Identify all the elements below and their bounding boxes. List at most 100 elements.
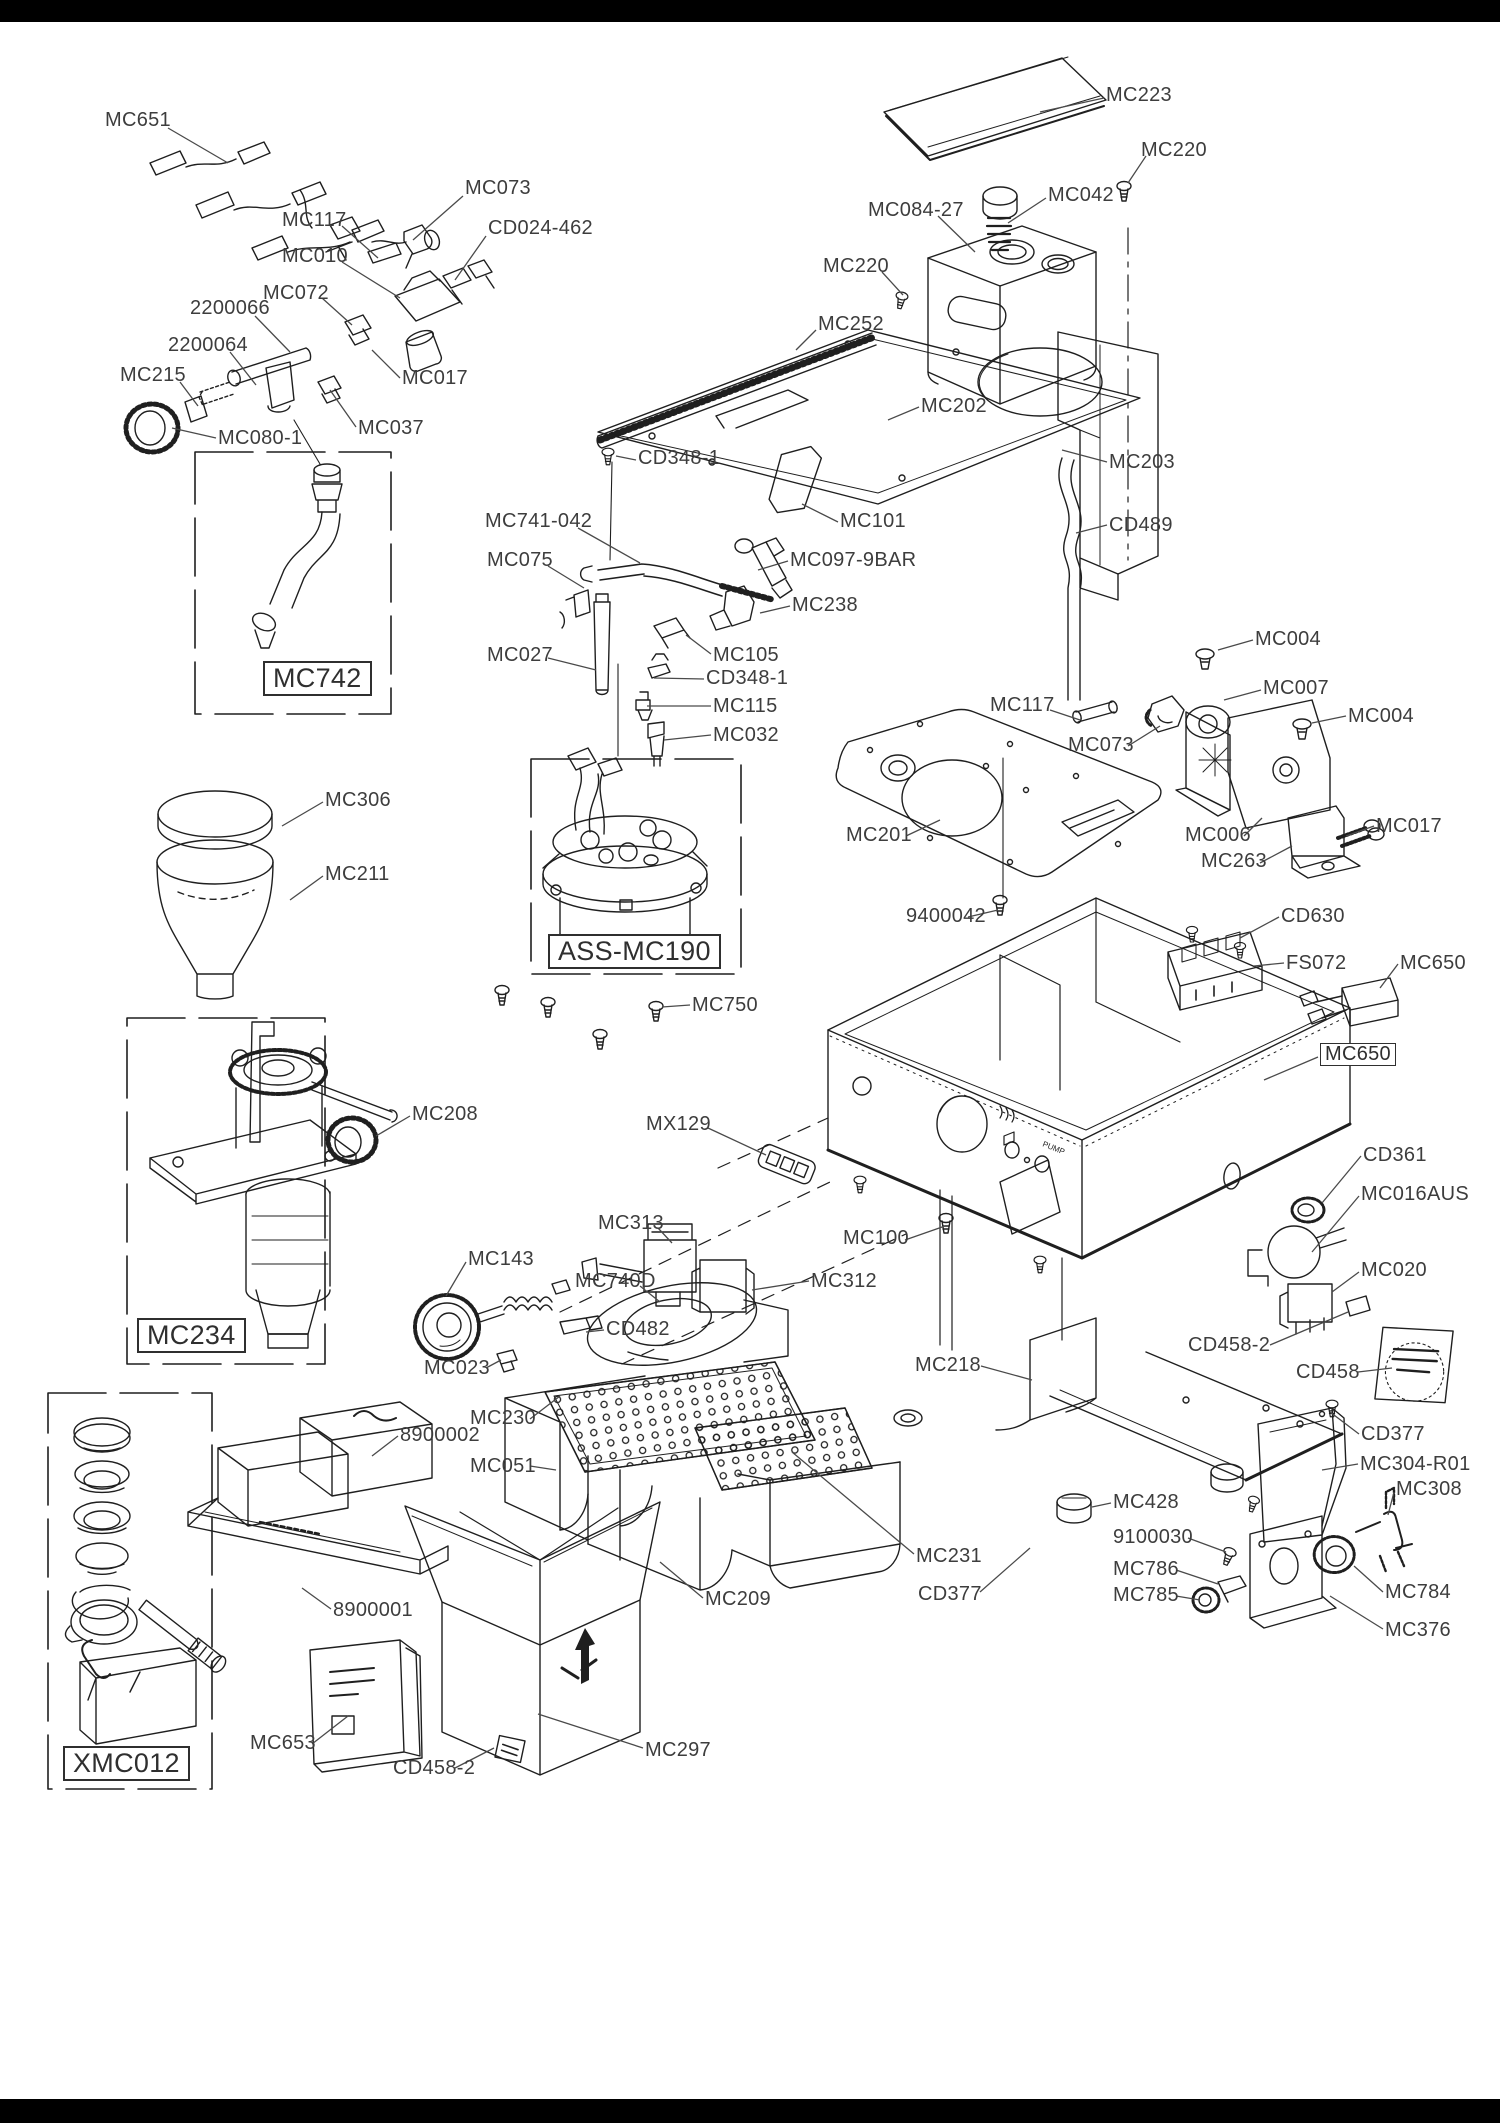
part-label-mc010: MC010 [282, 245, 348, 267]
leader-p8900001 [301, 1587, 332, 1610]
part-label-mc742: MC742 [263, 661, 372, 697]
leader-p9100030 [1187, 1537, 1227, 1553]
part-label-cd348-1b: CD348-1 [706, 667, 789, 689]
cup-tray-art [596, 329, 1141, 505]
leader-mc312 [751, 1280, 810, 1291]
leader-p8900002 [371, 1435, 399, 1457]
part-label-mc073-b: MC073 [1068, 734, 1134, 756]
leader-mc080-1 [171, 427, 217, 439]
part-label-mc220-b: MC220 [823, 255, 889, 277]
leader-cd024-462 [454, 235, 487, 281]
part-label-mc042: MC042 [1048, 184, 1114, 206]
part-label-mc016aus: MC016AUS [1361, 1183, 1469, 1205]
leader-mc105 [685, 634, 712, 655]
leader-fs072 [1253, 962, 1285, 967]
part-label-mc308: MC308 [1396, 1478, 1462, 1500]
part-label-mc073-a: MC073 [465, 177, 531, 199]
part-label-mc208: MC208 [412, 1103, 478, 1125]
part-label-p8900002: 8900002 [400, 1424, 480, 1446]
leader-mc027 [547, 657, 597, 671]
leader-mc202 [887, 406, 920, 421]
leader-mc223 [1039, 97, 1105, 113]
part-label-mc650-b: MC650 [1320, 1043, 1396, 1066]
leader-mc143 [445, 1261, 467, 1297]
top-border-bar [0, 0, 1500, 22]
leader-cd377-a [1329, 1411, 1360, 1435]
panel-pump-text: PUMP [1041, 1140, 1066, 1157]
part-label-mc650-a: MC650 [1400, 952, 1466, 974]
part-label-mc004-b: MC004 [1348, 705, 1414, 727]
part-label-fs072: FS072 [1286, 952, 1347, 974]
leader-mc117-b [1049, 709, 1081, 721]
part-label-mc215: MC215 [120, 364, 186, 386]
part-label-mc740d: MC740D [575, 1270, 656, 1292]
leader-mc786 [1175, 1569, 1219, 1585]
leader-mx129 [707, 1127, 767, 1156]
part-label-mc218: MC218 [915, 1354, 981, 1376]
part-label-mc651: MC651 [105, 109, 171, 131]
leader-mc376 [1329, 1595, 1384, 1630]
leader-cd348-1b [653, 677, 705, 680]
part-label-mc097-9bar: MC097-9BAR [790, 549, 917, 571]
leader-mc203 [1061, 449, 1108, 463]
part-label-mc263: MC263 [1201, 850, 1267, 872]
leader-mc017-a [371, 349, 401, 379]
machine-housing-art [826, 897, 1352, 1482]
leader-mc306 [281, 801, 324, 827]
leader-p2200064 [229, 351, 257, 386]
part-label-mc653: MC653 [250, 1732, 316, 1754]
leader-mc032 [663, 734, 712, 741]
packaging-art [47, 1392, 661, 1790]
bottom-border-bar [0, 2099, 1500, 2123]
part-label-mc230: MC230 [470, 1407, 536, 1429]
leader-mc017-b [1345, 825, 1375, 837]
part-label-mc006: MC006 [1185, 824, 1251, 846]
part-label-mc037: MC037 [358, 417, 424, 439]
leader-mc042 [1007, 197, 1047, 224]
leader-mc100 [904, 1225, 946, 1241]
part-label-cd377-b: CD377 [918, 1583, 982, 1605]
part-label-mc117-b: MC117 [990, 694, 1055, 716]
leader-mc428 [1091, 1502, 1112, 1508]
leader-mc308 [1387, 1491, 1395, 1516]
part-label-mc741-042: MC741-042 [485, 510, 593, 532]
leader-mc297 [537, 1713, 644, 1749]
leader-cd630 [1239, 916, 1280, 939]
leader-cd458-2a [1269, 1311, 1349, 1346]
part-label-mc020: MC020 [1361, 1259, 1427, 1281]
leader-mc208 [375, 1115, 411, 1137]
part-label-mc115: MC115 [713, 695, 778, 717]
leader-mc650-b [1263, 1056, 1319, 1081]
leader-mc075 [547, 565, 585, 589]
water-tank-art [892, 180, 1132, 561]
part-label-mc304-r01: MC304-R01 [1360, 1453, 1471, 1475]
part-label-mc220-a: MC220 [1141, 139, 1207, 161]
wiring-harness-art [149, 141, 407, 261]
part-label-mc032: MC032 [713, 724, 779, 746]
part-label-mc202: MC202 [921, 395, 987, 417]
leader-mc211 [289, 875, 324, 901]
leader-mc007 [1223, 689, 1262, 701]
leader-mc084-27 [937, 215, 976, 253]
part-label-mc072: MC072 [263, 282, 329, 304]
part-label-mc004-a: MC004 [1255, 628, 1321, 650]
leader-mc252 [795, 329, 817, 351]
part-label-p9100030: 9100030 [1113, 1526, 1193, 1548]
bean-hopper-art [156, 790, 274, 1000]
part-label-mc101: MC101 [840, 510, 906, 532]
leader-mc010 [341, 261, 401, 299]
part-label-mc312: MC312 [811, 1270, 877, 1292]
leader-mc097-9bar [757, 560, 789, 571]
leader-mc016aus [1311, 1195, 1360, 1253]
part-label-mc017-b: MC017 [1376, 815, 1442, 837]
leader-mc785 [1175, 1595, 1201, 1601]
part-label-mc084-27: MC084-27 [868, 199, 964, 221]
part-label-mc007: MC007 [1263, 677, 1329, 699]
leader-mc651 [167, 127, 229, 164]
part-label-cd630: CD630 [1281, 905, 1345, 927]
part-label-mc750: MC750 [692, 994, 758, 1016]
part-label-mx129: MX129 [646, 1113, 711, 1135]
part-label-mc306: MC306 [325, 789, 391, 811]
part-label-mc252: MC252 [818, 313, 884, 335]
part-label-mc209: MC209 [705, 1588, 771, 1610]
